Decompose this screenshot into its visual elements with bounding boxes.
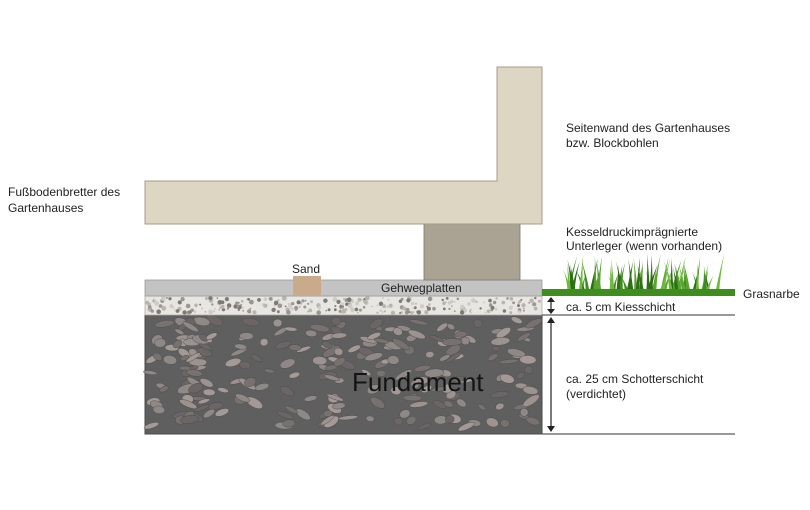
- gravel-label: ca. 5 cm Kiesschicht: [566, 300, 676, 314]
- sand-label: Sand: [292, 262, 320, 276]
- slabs-label: Gehwegplatten: [381, 281, 462, 295]
- crushed-stone-layer: [143, 314, 543, 435]
- sleeper-beam: [423, 223, 521, 281]
- dimension-lines: [542, 314, 735, 435]
- floor-label: Fußbodenbretter des Gartenhauses: [8, 185, 123, 215]
- turf-label: Grasnarbe: [743, 287, 800, 301]
- sleeper-label: Kesseldruckimprägnierte Unterleger (wenn…: [566, 225, 722, 253]
- sand-block: [293, 276, 321, 296]
- gravel-dimension-arrow: [547, 297, 555, 314]
- wall-label: Seitenwand des Gartenhauses bzw. Blockbo…: [566, 121, 733, 150]
- crushed-label: ca. 25 cm Schotterschicht (verdichtet): [566, 372, 707, 401]
- floor-and-wall-shape: [144, 66, 543, 225]
- gravel-layer: [144, 295, 543, 316]
- foundation-label: Fundament: [352, 367, 484, 397]
- paving-slab-layer: [144, 279, 543, 297]
- crushed-dimension-arrow: [547, 317, 555, 432]
- grass-turf: [542, 253, 735, 296]
